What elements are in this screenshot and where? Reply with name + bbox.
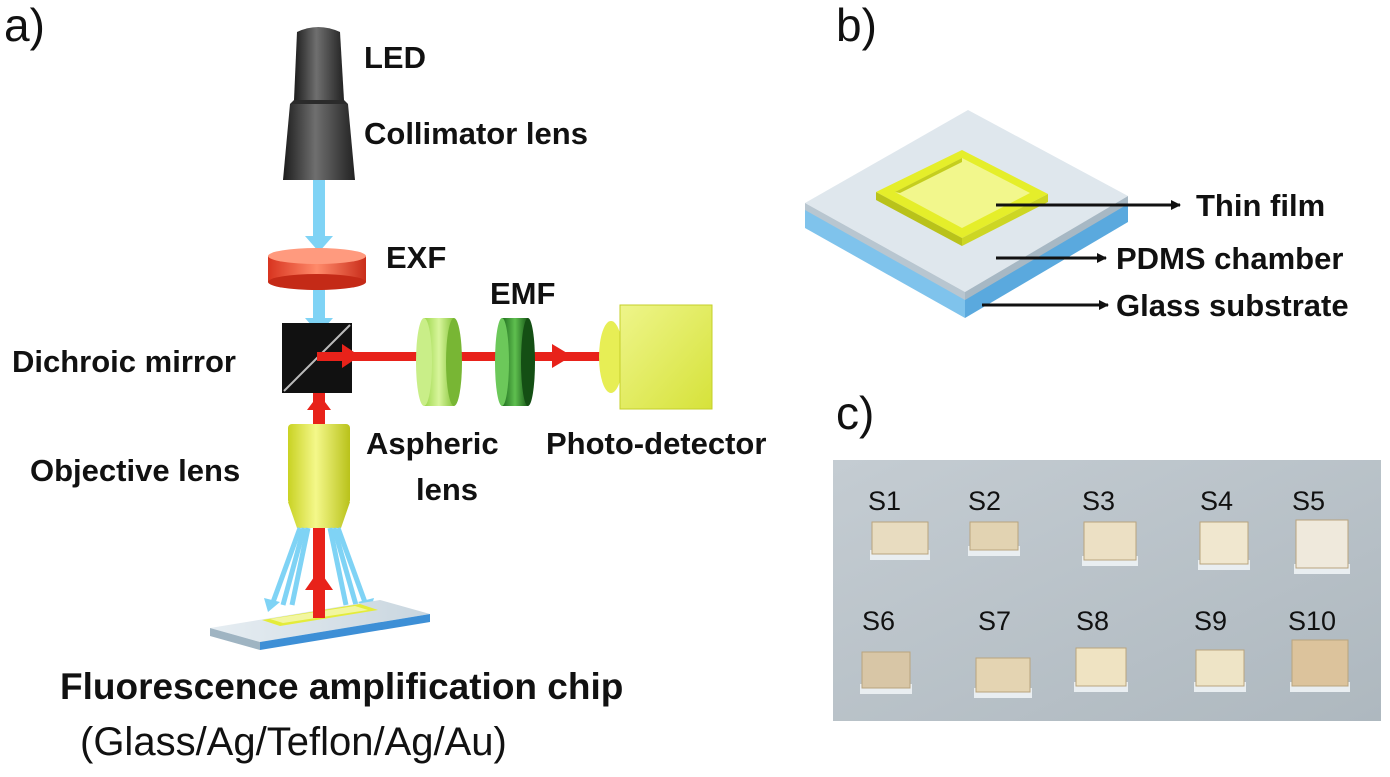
- sample-slide: [860, 684, 912, 694]
- aspheric-label-1: Aspheric: [366, 426, 499, 461]
- sample-slide: [1198, 560, 1250, 570]
- photodetector-label: Photo-detector: [546, 426, 767, 461]
- emf-label: EMF: [490, 276, 556, 311]
- emission-beam: [305, 344, 607, 615]
- thin-film-label: Thin film: [1196, 188, 1326, 223]
- sample-film: [871, 521, 929, 555]
- sample-film: [1195, 649, 1245, 687]
- glass-label: Glass substrate: [1116, 288, 1349, 323]
- objective-label: Objective lens: [30, 453, 241, 488]
- pdms-label: PDMS chamber: [1116, 241, 1344, 276]
- sample-film: [1295, 519, 1349, 569]
- panel-label-c: c): [836, 387, 875, 439]
- sample-film: [861, 651, 911, 689]
- excitation-fan: [269, 527, 369, 606]
- sample-slide: [1290, 682, 1350, 692]
- dichroic-label: Dichroic mirror: [12, 344, 236, 379]
- led-source: [283, 27, 355, 180]
- led-label: LED: [364, 40, 426, 75]
- sample-slide: [870, 550, 930, 560]
- objective-lens: [288, 424, 350, 528]
- sample-label: S4: [1200, 486, 1234, 516]
- panel-label-a: a): [4, 0, 45, 51]
- sample-label: S8: [1076, 606, 1110, 636]
- emf-filter: [495, 318, 535, 406]
- sample-tiles: [860, 519, 1350, 698]
- sample-label: S7: [978, 606, 1012, 636]
- sample-label: S3: [1082, 486, 1116, 516]
- amplification-chip: [210, 600, 430, 650]
- chip-caption: Fluorescence amplification chip: [60, 666, 624, 707]
- sample-slide: [974, 688, 1032, 698]
- sample-film: [975, 657, 1031, 693]
- sample-slide: [1194, 682, 1246, 692]
- sample-film: [1199, 521, 1249, 565]
- sample-label: S9: [1194, 606, 1228, 636]
- sample-film: [1291, 639, 1349, 687]
- photo-detector: [599, 304, 713, 410]
- exf-filter: [268, 248, 366, 290]
- sample-label: S10: [1288, 606, 1337, 636]
- sample-slide: [1074, 682, 1128, 692]
- sample-label: S6: [862, 606, 896, 636]
- chamber-diagram: [805, 110, 1128, 318]
- sample-label: S5: [1292, 486, 1326, 516]
- chip-composition: (Glass/Ag/Teflon/Ag/Au): [80, 720, 507, 764]
- sample-film: [969, 521, 1019, 551]
- collimator-label: Collimator lens: [364, 116, 588, 151]
- panel-label-b: b): [836, 0, 877, 51]
- sample-film: [1083, 521, 1137, 561]
- aspheric-lens: [416, 318, 462, 406]
- sample-label: S1: [868, 486, 902, 516]
- aspheric-label-2: lens: [416, 472, 479, 507]
- sample-film: [1075, 647, 1127, 687]
- sample-label: S2: [968, 486, 1002, 516]
- sample-slide: [968, 546, 1020, 556]
- emission-up-arrow: [313, 598, 325, 618]
- exf-label: EXF: [386, 240, 447, 275]
- sample-slide: [1082, 556, 1138, 566]
- sample-slide: [1294, 564, 1350, 574]
